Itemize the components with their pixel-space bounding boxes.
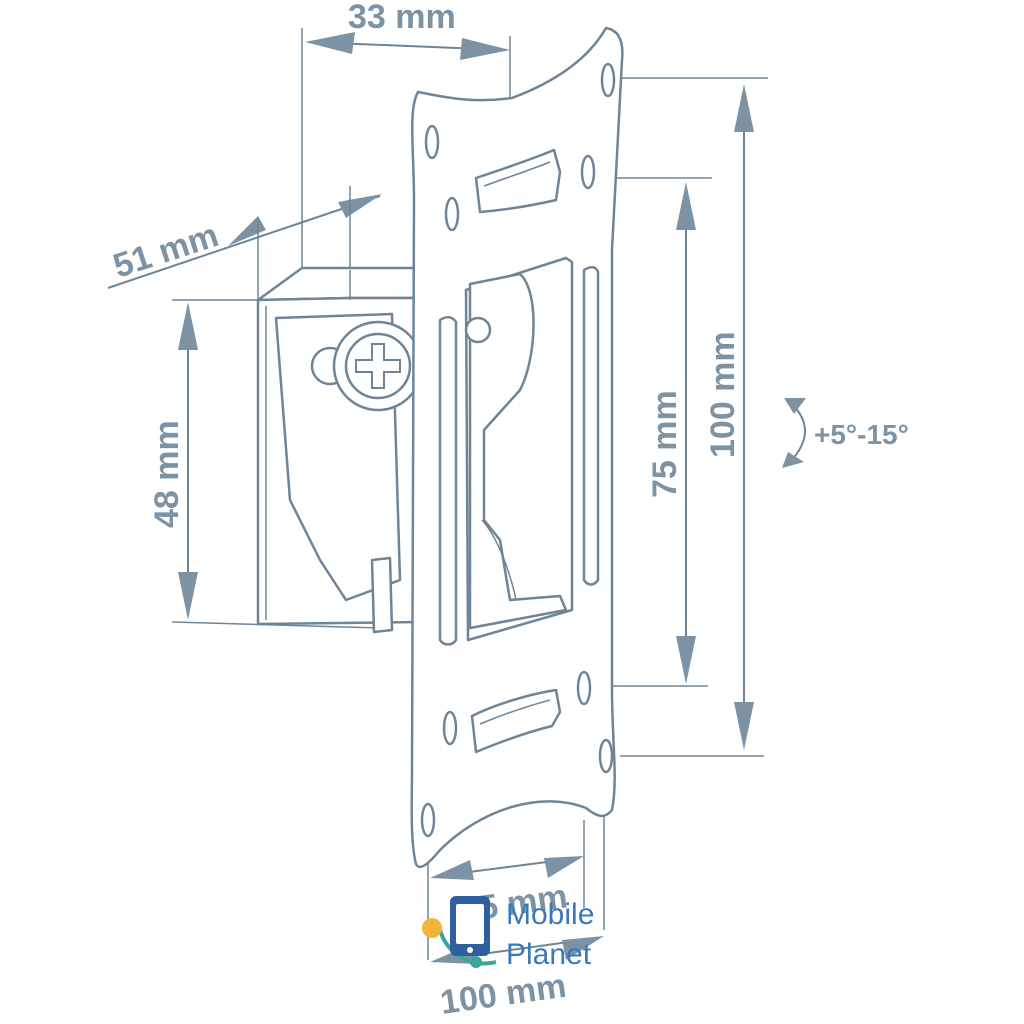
label-33mm: 33 mm <box>348 0 456 36</box>
label-75mm-vertical: 75 mm <box>646 390 684 498</box>
logo-dot-orange <box>422 918 442 938</box>
label-tilt: +5°-15° <box>814 419 909 450</box>
label-48mm: 48 mm <box>148 420 186 528</box>
label-51mm: 51 mm <box>109 216 223 285</box>
logo-dot-green <box>470 956 482 968</box>
wall-bracket <box>256 266 424 634</box>
logo-text-line1: Mobile <box>506 898 594 931</box>
logo-text-line2: Planet <box>506 938 592 971</box>
dimension-lines <box>107 28 806 964</box>
label-100mm-vertical: 100 mm <box>704 331 742 458</box>
screw-knob <box>310 320 424 412</box>
mobile-planet-logo: Mobile Planet <box>422 896 594 971</box>
label-100mm-bottom: 100 mm <box>438 967 569 1022</box>
vesa-plate <box>410 26 624 869</box>
